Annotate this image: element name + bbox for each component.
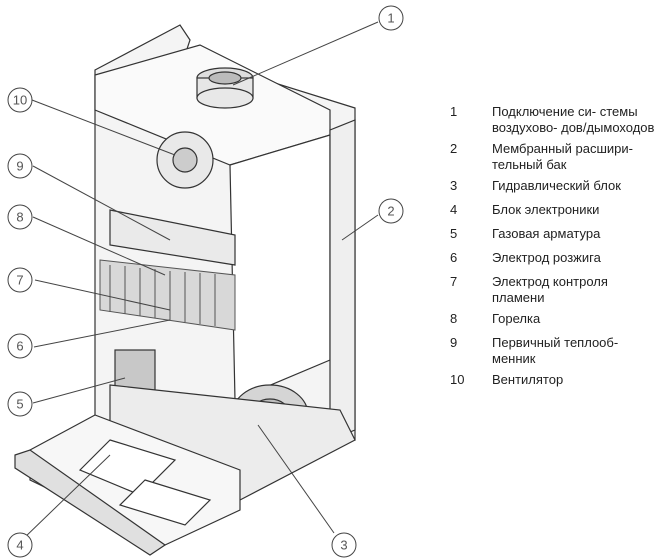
heat-exchanger [109, 209, 236, 266]
svg-text:7: 7 [16, 273, 23, 288]
svg-text:3: 3 [340, 538, 347, 553]
svg-text:10: 10 [13, 93, 27, 108]
svg-text:2: 2 [387, 204, 394, 219]
svg-text:4: 4 [16, 538, 23, 553]
boiler-body [14, 24, 356, 556]
leader-lines [21, 21, 379, 541]
callout-4: 4 [7, 532, 33, 558]
callout-9: 9 [7, 153, 33, 179]
svg-text:9: 9 [16, 159, 23, 174]
callout-3: 3 [331, 532, 357, 558]
callout-2: 2 [378, 198, 404, 224]
callout-5: 5 [7, 391, 33, 417]
svg-text:5: 5 [16, 397, 23, 412]
callout-7: 7 [7, 267, 33, 293]
callout-10: 10 [7, 87, 33, 113]
callouts: 1 2 3 4 5 6 7 8 9 10 [7, 5, 404, 558]
burner [99, 259, 236, 331]
callout-6: 6 [7, 333, 33, 359]
side-wall [329, 119, 356, 441]
combustion-chamber [229, 134, 331, 401]
callout-8: 8 [7, 204, 33, 230]
svg-text:1: 1 [387, 11, 394, 26]
callout-1: 1 [378, 5, 404, 31]
svg-text:8: 8 [16, 210, 23, 225]
svg-text:6: 6 [16, 339, 23, 354]
